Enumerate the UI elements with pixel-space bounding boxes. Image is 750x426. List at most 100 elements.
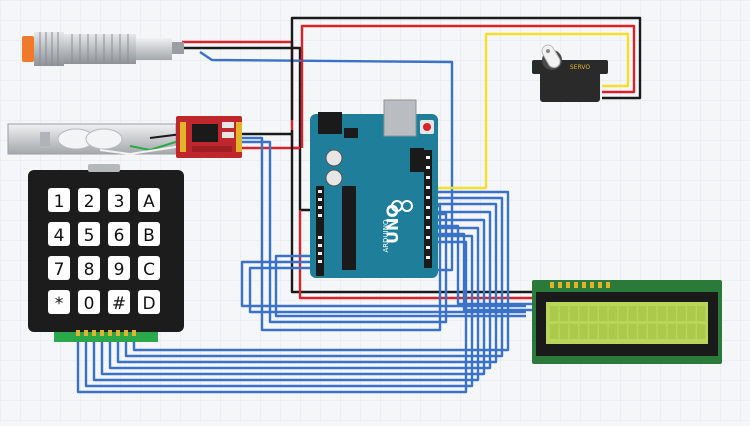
keypad-key[interactable]: A — [138, 188, 160, 212]
inductive-proximity-sensor[interactable] — [22, 32, 184, 66]
lcd-cell — [628, 306, 637, 321]
wire-key-8 — [132, 190, 510, 352]
lcd-cell — [667, 306, 676, 321]
wire-key-6 — [116, 202, 498, 364]
keypad-key[interactable]: C — [138, 256, 160, 280]
wire-servo-red — [300, 24, 636, 148]
keypad-key-cap — [138, 222, 160, 246]
lcd-cell — [618, 324, 627, 339]
keypad-key-cap — [78, 188, 100, 212]
keypad-key-cap — [138, 256, 160, 280]
wire-key-7 — [124, 196, 504, 358]
lcd-cell — [667, 324, 676, 339]
keypad-key-cap — [138, 188, 160, 212]
keypad-key[interactable]: 5 — [78, 222, 100, 246]
arduino-atmega-chip — [342, 186, 356, 270]
lcd-cell — [589, 324, 598, 339]
keypad-key-label: 6 — [114, 226, 125, 246]
keypad-key-cap — [108, 290, 130, 314]
lcd-header-pins — [550, 282, 610, 288]
keypad-key-cap — [78, 222, 100, 246]
keypad-key[interactable]: D — [138, 290, 160, 314]
sensor-cable-exit — [172, 42, 184, 54]
hx711-right-header — [236, 122, 242, 152]
wire-sensor-black — [182, 46, 316, 212]
keypad-key-cap — [108, 222, 130, 246]
arduino-usb-port — [383, 99, 417, 137]
lcd-cell — [569, 306, 578, 321]
keypad-key-cap — [78, 290, 100, 314]
sensor-thread-rings — [39, 32, 59, 66]
keypad-key[interactable]: 7 — [48, 256, 70, 280]
lcd-cell — [569, 324, 578, 339]
sensor-thread-front — [34, 32, 64, 66]
wire-key-1 — [76, 240, 468, 394]
lcd-cell — [608, 324, 618, 339]
keypad-key-label: 9 — [114, 260, 125, 280]
arduino-header-pins — [318, 156, 430, 263]
hx711-module[interactable] — [176, 116, 242, 158]
wire-lcd-black — [290, 130, 532, 294]
wire-lcd-d2 — [434, 232, 532, 312]
lcd-cell — [550, 324, 559, 339]
keypad-key-cap — [108, 256, 130, 280]
arduino-power-jack — [318, 112, 342, 134]
arduino-icsp — [410, 148, 424, 172]
servo-motor[interactable]: SERVO — [532, 43, 608, 102]
keypad-key-label: * — [55, 294, 64, 314]
lcd-cell — [579, 324, 588, 339]
keypad-key-label: # — [112, 294, 126, 314]
hx711-silk — [192, 146, 232, 152]
keypad-key[interactable]: 9 — [108, 256, 130, 280]
arduino-board — [310, 114, 438, 278]
wire-hx-dt — [240, 136, 442, 332]
wire-servo-black — [290, 16, 642, 120]
keypad-key[interactable]: 4 — [48, 222, 70, 246]
keypad-key[interactable]: # — [108, 290, 130, 314]
keypad-key[interactable]: 3 — [108, 188, 130, 212]
arduino-reset-cap — [423, 123, 431, 131]
arduino-uno[interactable]: UNO ARDUINO — [310, 99, 438, 278]
keypad-key-cap — [48, 256, 70, 280]
keypad-key[interactable]: B — [138, 222, 160, 246]
load-cell-gauge — [40, 132, 50, 146]
wire-loop-b — [248, 266, 526, 314]
keypad-key-cap — [78, 256, 100, 280]
lcd-cell — [559, 324, 569, 339]
lcd-cell — [677, 324, 686, 339]
arduino-capacitor-b — [325, 169, 343, 187]
keypad-key[interactable]: 0 — [78, 290, 100, 314]
keypad-key[interactable]: 6 — [108, 222, 130, 246]
wire-servo-yellow — [436, 32, 630, 190]
keypad-key-label: 8 — [84, 260, 95, 280]
lcd-16x2[interactable] — [532, 280, 722, 364]
keypad-ribbon-pins — [76, 330, 136, 336]
lcd-cell — [657, 324, 667, 339]
lcd-cell — [638, 324, 647, 339]
wire-hx-sck — [240, 140, 448, 324]
wire-lcd-red — [298, 210, 532, 300]
keypad-key-cap — [48, 188, 70, 212]
keypad-key-label: 4 — [54, 226, 65, 246]
wires — [76, 16, 642, 394]
keypad-key-label: 1 — [54, 192, 65, 212]
keypad-key-label: B — [143, 226, 155, 246]
sensor-tip — [22, 36, 34, 62]
keypad-key-label: 2 — [84, 192, 95, 212]
keypad-key[interactable]: * — [48, 290, 70, 314]
keypad-key[interactable]: 8 — [78, 256, 100, 280]
arduino-infinity-logo — [391, 200, 413, 212]
keypad-key[interactable]: 2 — [78, 188, 100, 212]
wire-key-2 — [84, 234, 474, 388]
lcd-cell — [589, 306, 598, 321]
keypad-key-label: D — [142, 294, 155, 314]
keypad-key[interactable]: 1 — [48, 188, 70, 212]
keypad-key-cap — [48, 290, 70, 314]
servo-horn[interactable] — [540, 43, 562, 70]
wire-loop-c — [274, 254, 526, 318]
lcd-cell — [687, 306, 696, 321]
